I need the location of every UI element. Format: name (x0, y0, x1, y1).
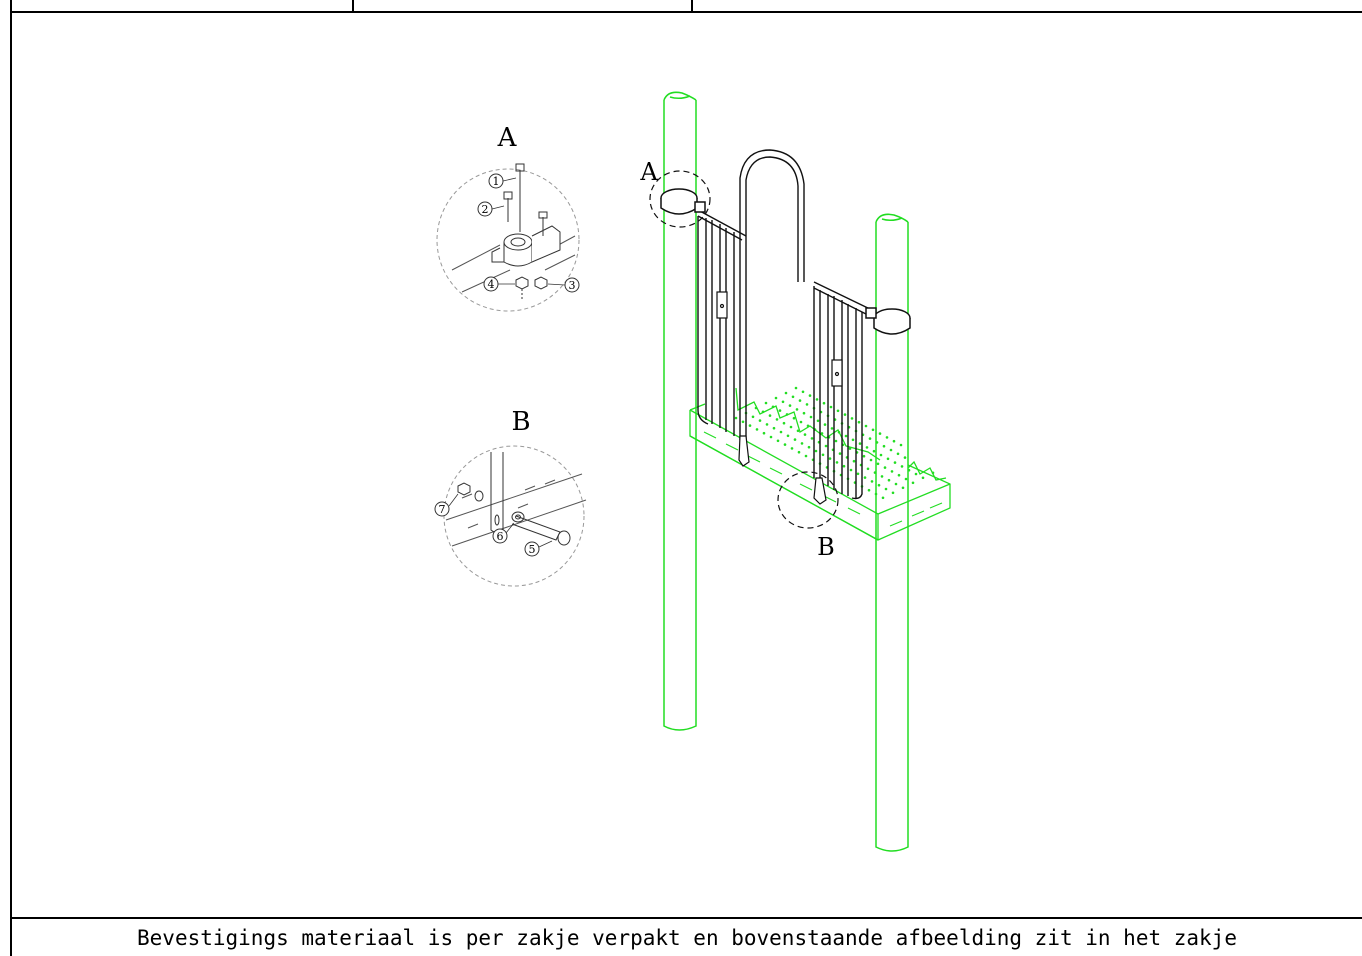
part-7-label: 7 (439, 503, 446, 516)
detail-b: B 5 6 7 (434, 407, 587, 587)
part-3-label: 3 (569, 279, 576, 292)
part-1-label: 1 (493, 175, 500, 188)
caption-text: Bevestigings materiaal is per zakje verp… (137, 925, 1237, 950)
part-4-label: 4 (488, 278, 495, 291)
clamp-left (660, 188, 706, 215)
part-5-label: 5 (529, 543, 536, 556)
platform-deck (689, 387, 951, 541)
callout-a-circle (649, 170, 711, 228)
part-6-label: 6 (497, 530, 504, 543)
detail-b-title: B (511, 407, 530, 437)
callout-b-label: B (817, 533, 835, 561)
fixing-plates (716, 291, 843, 505)
handrail-frame (697, 149, 873, 500)
detail-a: A (436, 123, 580, 312)
clamp-right (865, 307, 911, 335)
detail-a-circle (436, 168, 580, 312)
callout-a-label: A (639, 158, 658, 186)
detail-a-title: A (497, 123, 518, 153)
callout-b-circle (777, 471, 839, 529)
right-post (875, 213, 909, 852)
sheet-frame (10, 0, 1362, 956)
part-2-label: 2 (482, 203, 489, 216)
main-assembly-view: A B (639, 91, 951, 852)
left-post (663, 91, 697, 731)
detail-b-circle (443, 445, 585, 587)
